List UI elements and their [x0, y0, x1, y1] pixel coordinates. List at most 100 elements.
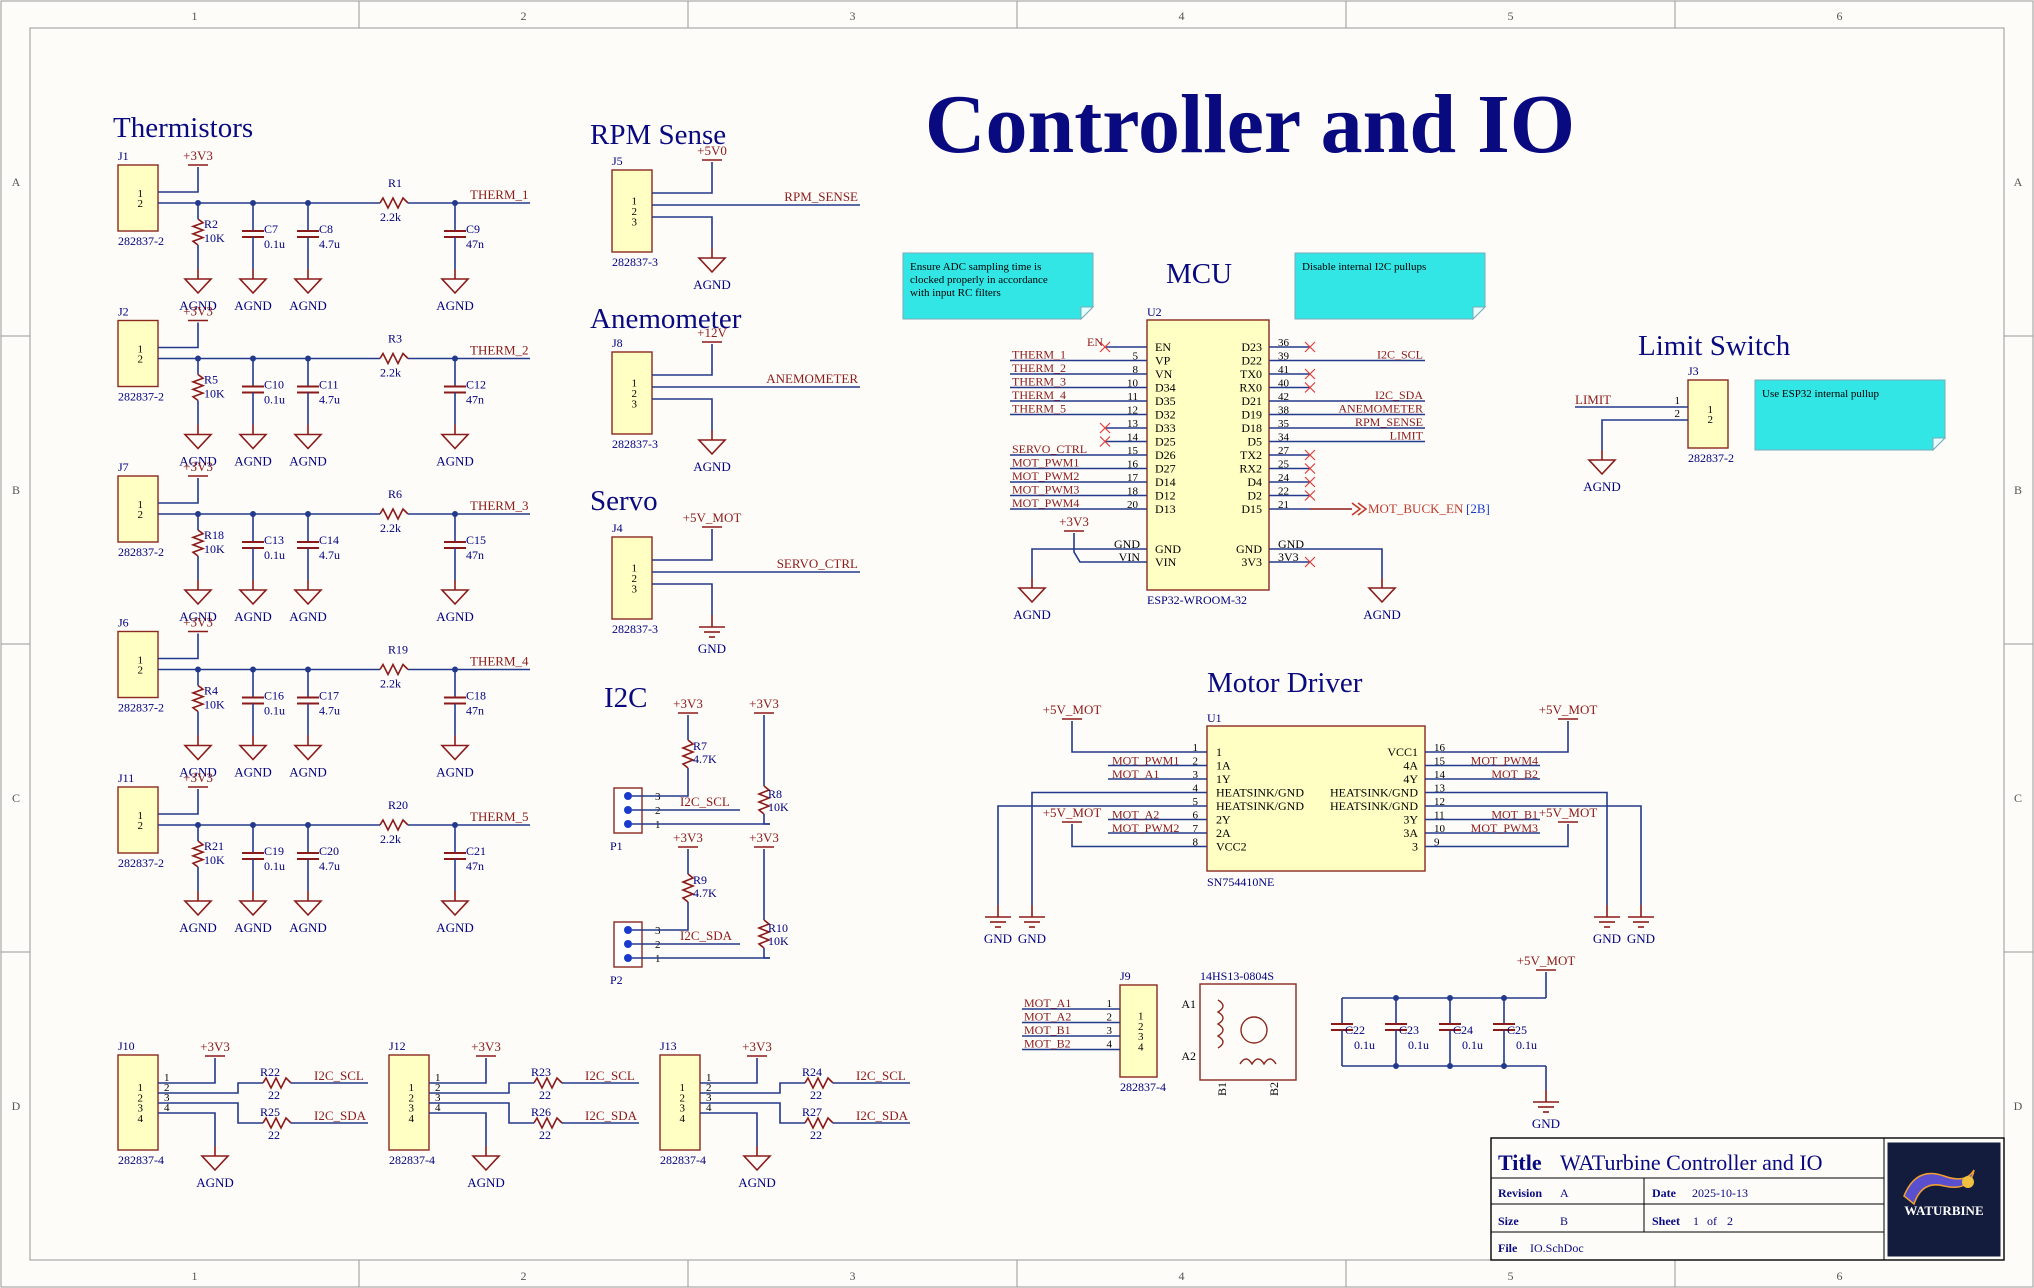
offsheet-label: MOT_BUCK_EN [1368, 501, 1464, 516]
ground-symbol: AGND [738, 1146, 776, 1190]
pin-number: 3 [632, 216, 638, 228]
component-value: 47n [466, 704, 484, 718]
motor-pin-label: B1 [1215, 1082, 1229, 1096]
pin-number: 4 [1107, 1039, 1113, 1051]
pin-net: VIN [1119, 550, 1141, 564]
ground-label: GND [698, 641, 726, 656]
net-label: MOT_A2 [1024, 1010, 1071, 1024]
ground-triangle [440, 433, 470, 450]
ref-designator: R9 [693, 873, 707, 887]
ground-triangle [697, 257, 727, 274]
no-connect-marker [1099, 436, 1111, 447]
pin-number: 20 [1127, 499, 1139, 511]
i2c-connector: J13282837-412341234+3V3I2C_SCLR2422I2C_S… [659, 1039, 910, 1190]
ground-symbol: AGND [196, 1146, 234, 1190]
component-value: 2.2k [380, 366, 401, 380]
pin-number: 2 [1193, 756, 1199, 768]
pin-number: 1 [680, 1082, 686, 1094]
pin-name: D27 [1155, 462, 1176, 476]
ground-label: AGND [289, 298, 327, 313]
power-label: +5V_MOT [1517, 953, 1576, 968]
pin-number: 3 [1107, 1025, 1113, 1037]
pin-number: 12 [1127, 405, 1138, 417]
offsheet-reference: [2B] [1466, 501, 1490, 516]
column-label: 5 [1508, 9, 1514, 23]
component-value: 4.7K [693, 886, 717, 900]
pin-number: 38 [1278, 405, 1290, 417]
ground-label: AGND [693, 277, 731, 292]
ref-designator: C9 [466, 222, 480, 236]
pin-number: 4 [435, 1102, 441, 1114]
logo-background [1887, 1142, 2001, 1257]
no-connect-stroke [1304, 476, 1316, 488]
ref-designator: C14 [319, 533, 339, 547]
ref-designator: C25 [1507, 1023, 1527, 1037]
pin-number: 17 [1127, 472, 1139, 484]
part-number: 282837-4 [1120, 1080, 1166, 1094]
power-label: +3V3 [673, 830, 703, 845]
component-value: 10K [768, 800, 789, 814]
ground-symbol: AGND [179, 891, 217, 935]
pin-name: D35 [1155, 394, 1176, 408]
ground-symbol: GND [1018, 905, 1046, 946]
row-label: A [12, 175, 21, 189]
pin-name: D19 [1241, 408, 1262, 422]
thermistor-channel: J7282837-212+3V3THERM_3R1810KAGNDC130.1u… [117, 459, 530, 624]
ref-designator: R27 [802, 1105, 822, 1119]
ground-label: AGND [436, 920, 474, 935]
ref-designator: 14HS13-0804S [1200, 969, 1274, 983]
no-connect-marker [1099, 422, 1111, 434]
ground-triangle [238, 433, 268, 450]
net-label: THERM_2 [1012, 361, 1066, 375]
ground-label: GND [1627, 931, 1655, 946]
motor-pin-label: A2 [1181, 1049, 1196, 1063]
junction-dot [1393, 995, 1399, 1001]
connector-body [388, 1054, 430, 1151]
ground-label: AGND [436, 765, 474, 780]
ref-designator: C16 [264, 689, 284, 703]
net-label: MOT_A1 [1112, 767, 1159, 781]
net-label: I2C_SDA [585, 1108, 638, 1123]
pin-number: 2 [409, 1092, 415, 1104]
ref-designator: R26 [531, 1105, 551, 1119]
no-connect-stroke [1304, 341, 1316, 353]
wire [763, 948, 770, 959]
ground-label: AGND [467, 1175, 505, 1190]
component-value: 0.1u [264, 548, 285, 562]
net-label: THERM_4 [1012, 388, 1066, 402]
pin-name: D12 [1155, 489, 1176, 503]
pin-name: D32 [1155, 408, 1176, 422]
pin-name: D34 [1155, 381, 1176, 395]
pin-number: 3 [632, 583, 638, 595]
ground-label: AGND [436, 454, 474, 469]
pin-name: VCC2 [1216, 840, 1247, 854]
ground-symbol: AGND [436, 891, 474, 935]
component-value: 10K [204, 698, 225, 712]
wire [720, 1058, 758, 1084]
pin-number: 1 [435, 1072, 441, 1084]
part-number: 282837-3 [612, 437, 658, 451]
pin-number: 3 [655, 925, 661, 937]
net-label: MOT_PWM2 [1012, 469, 1079, 483]
ref-designator: U2 [1147, 305, 1162, 319]
part-number: 282837-2 [118, 856, 164, 870]
ground-symbol: AGND [693, 430, 731, 474]
note-text: Ensure ADC sampling time is [910, 261, 1041, 273]
offsheet-arrow [1357, 502, 1368, 516]
motor-pin-label: A1 [1181, 997, 1196, 1011]
power-label: +12V [697, 325, 727, 340]
pin-name: D23 [1241, 340, 1262, 354]
power-label: +3V3 [183, 148, 213, 163]
ref-designator: R7 [693, 739, 707, 753]
ground-label: AGND [179, 765, 217, 780]
pin-number: 36 [1278, 337, 1290, 349]
pin-number: 4 [164, 1102, 170, 1114]
ground-triangle [183, 900, 213, 917]
net-label: THERM_5 [470, 809, 529, 824]
pin-number: 4 [138, 1113, 144, 1125]
ground-symbol: GND [1593, 905, 1621, 946]
